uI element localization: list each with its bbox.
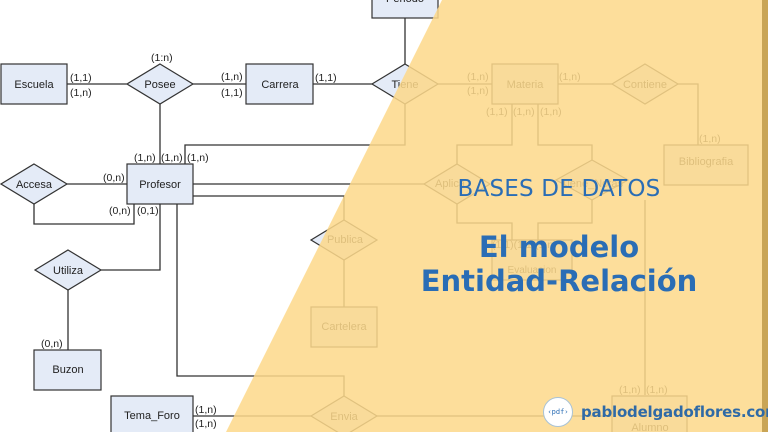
entity-escuela [0,63,68,105]
rel-utiliza [33,249,103,291]
label-escuela: Escuela [14,79,54,91]
card-prof-b2: (0,1) [137,205,159,217]
card-buzon: (0,n) [41,338,63,350]
card-tema-1: (1,n) [195,404,217,416]
label-carrera: Carrera [261,79,299,91]
entity-carrera [245,63,314,105]
slide-title: El modelo Entidad-Relación [400,230,718,298]
slide-title-line-1: El modelo [478,230,640,264]
card-prof-l: (0,n) [103,172,125,184]
rel-accesa [0,163,69,205]
card-prof-t2: (1,n) [161,152,183,164]
slide-subtitle: BASES DE DATOS [457,176,661,202]
pdf-icon: ‹pdf› [543,397,573,427]
rel-posee [125,63,195,105]
entity-buzon [33,349,102,391]
brand-watermark[interactable]: ‹pdf› pablodelgadoflores.com [543,397,768,427]
card-escuela-1: (1,1) [70,72,92,84]
entity-profesor [126,163,194,205]
yellow-overlay [226,0,768,432]
slide-title-line-2: Entidad-Relación [420,264,698,298]
label-utiliza: Utiliza [53,265,84,277]
card-carrera-1: (1,n) [221,71,243,83]
card-tema-2: (1,n) [195,418,217,430]
card-posee-top: (1:n) [151,52,173,64]
card-carrera-r: (1,1) [315,72,337,84]
brand-site-link[interactable]: pablodelgadoflores.com [581,403,768,421]
label-posee: Posee [144,79,175,91]
entity-periodo [371,0,439,19]
card-prof-t3: (1,n) [187,152,209,164]
label-accesa: Accesa [16,179,53,191]
card-prof-t1: (1,n) [134,152,156,164]
label-periodo: Periodo [386,0,424,5]
card-carrera-2: (1,1) [221,87,243,99]
label-profesor: Profesor [139,179,181,191]
label-tema-foro: Tema_Foro [124,410,180,422]
card-escuela-2: (1,n) [70,87,92,99]
label-buzon: Buzon [52,364,83,376]
overlay-stripe [762,0,768,432]
card-prof-b1: (0,n) [109,205,131,217]
